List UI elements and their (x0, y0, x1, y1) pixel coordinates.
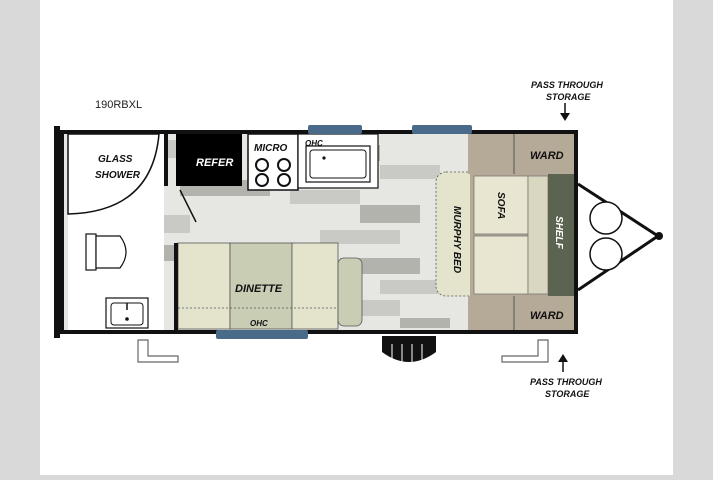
pass-through-top-line1: PASS THROUGH (531, 80, 603, 90)
right-margin (673, 0, 713, 475)
bathroom-door (179, 189, 197, 223)
murphy-bed-label: MURPHY BED (451, 206, 462, 273)
wardrobe-top (468, 134, 574, 174)
arrow-down-icon (560, 103, 570, 121)
rear-bumper (54, 126, 60, 338)
glass-shower-label-line1: GLASS (98, 154, 133, 165)
stabilizer-rear (137, 339, 179, 363)
glass-shower (67, 133, 160, 215)
refrigerator (176, 134, 242, 186)
hitch-tongue (577, 182, 663, 292)
pass-through-bottom-line2: STORAGE (545, 389, 590, 399)
rear-wall (60, 130, 64, 334)
kitchen-sink-icon (305, 145, 371, 183)
pass-through-top-line2: STORAGE (546, 92, 591, 102)
dinette-wall (174, 243, 178, 331)
glass-shower-label-line2: SHOWER (95, 170, 141, 181)
stove-icon (247, 133, 299, 191)
micro-label: MICRO (254, 143, 288, 154)
sofa (470, 174, 556, 296)
window-bottom-dinette (216, 330, 308, 339)
front-wall (574, 130, 578, 334)
wardrobe-bottom (468, 296, 574, 332)
pass-through-bottom-line1: PASS THROUGH (530, 377, 602, 387)
floorplan-svg: 190RBXL GLASS (54, 80, 663, 399)
model-name: 190RBXL (95, 99, 142, 111)
ward-top-label: WARD (530, 150, 564, 162)
floorplan-canvas: 190RBXL GLASS (40, 0, 673, 475)
bottom-wall (60, 330, 578, 334)
propane-tanks-icon (589, 201, 623, 271)
bathroom-sink-icon (105, 297, 149, 329)
toilet-icon (85, 233, 127, 271)
entry-step-icon (382, 336, 436, 366)
dinette (177, 242, 363, 330)
dinette-label: DINETTE (235, 283, 283, 295)
refer-label: REFER (196, 157, 233, 169)
shelf (548, 174, 574, 296)
shelf-label: SHELF (553, 216, 564, 250)
stabilizer-front (501, 339, 549, 363)
ward-bottom-label: WARD (530, 310, 564, 322)
arrow-up-icon (558, 354, 568, 372)
ohc-top-label: OHC (305, 139, 323, 148)
bath-wall (164, 134, 168, 186)
sofa-label: SOFA (495, 192, 506, 219)
window-top-front (412, 125, 472, 134)
left-margin (0, 0, 40, 475)
window-top-kitchen (308, 125, 362, 134)
ohc-bottom-label: OHC (250, 319, 268, 328)
